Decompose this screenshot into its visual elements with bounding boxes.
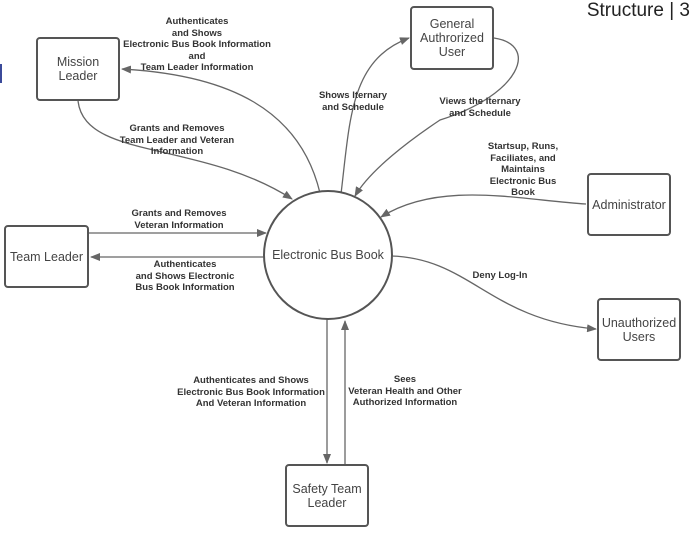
arrow-administrator-to-ebb [380, 194, 587, 218]
flow-label-safety-team-leader-to-ebb: Sees Veteran Health and Other Authorized… [348, 374, 462, 408]
flow-label-ebb-to-unauthorized: Deny Log-In [472, 270, 528, 281]
entity-team-leader[interactable]: Team Leader [4, 225, 89, 288]
arrow-ebb-to-mission-leader [121, 65, 321, 194]
flow-label-administrator-to-ebb: Startsup, Runs, Faciliates, and Maintain… [487, 141, 559, 198]
flow-label-ebb-to-mission-leader: Authenticates and Shows Electronic Bus B… [123, 16, 271, 73]
flow-label-ebb-to-team-leader: Authenticates and Shows Electronic Bus B… [135, 259, 235, 293]
entity-administrator[interactable]: Administrator [587, 173, 671, 236]
arrow-general-user-to-ebb [354, 37, 519, 197]
entity-safety-team-leader[interactable]: Safety Team Leader [285, 464, 369, 527]
entity-mission-leader[interactable]: Mission Leader [36, 37, 120, 101]
arrow-ebb-to-general-user [340, 37, 410, 195]
page-title: Structure | 3 [586, 0, 690, 21]
entity-unauthorized-users[interactable]: Unauthorized Users [597, 298, 681, 361]
flow-label-general-user-to-ebb: Views the Iternary and Schedule [439, 96, 521, 119]
flow-label-mission-leader-to-ebb: Grants and Removes Team Leader and Veter… [119, 123, 235, 157]
arrow-ebb-to-unauthorized [390, 255, 597, 333]
process-electronic-bus-book[interactable]: Electronic Bus Book [263, 190, 393, 320]
edge-marker [0, 64, 2, 83]
arrow-mission-leader-to-ebb [77, 100, 293, 200]
process-label: Electronic Bus Book [272, 248, 384, 262]
flow-label-ebb-to-general-user: Shows Iternary and Schedule [318, 90, 388, 113]
flow-label-ebb-to-safety-team-leader: Authenticates and Shows Electronic Bus B… [177, 375, 325, 409]
flow-label-team-leader-to-ebb: Grants and Removes Veteran Information [131, 208, 227, 231]
entity-general-authorized-user[interactable]: General Authrorized User [410, 6, 494, 70]
